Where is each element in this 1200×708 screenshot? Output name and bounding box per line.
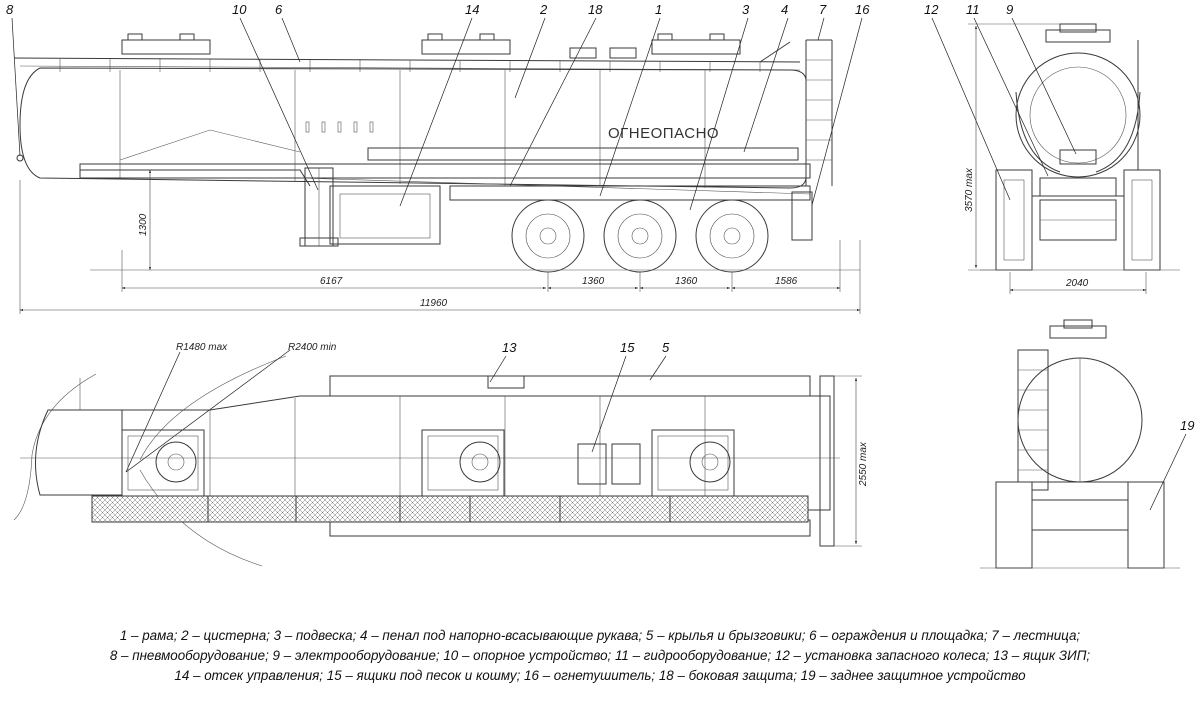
callout-1: 1 (655, 2, 662, 17)
dim-axle-1: 1360 (582, 276, 605, 287)
legend-line: 14 – отсек управления; 15 – ящики под пе… (174, 668, 1026, 683)
dim-2550: 2550 max (858, 441, 869, 487)
callout-3: 3 (742, 2, 750, 17)
tank-warning-sign: ОГНЕОПАСНО (608, 125, 719, 142)
callout-9: 9 (1006, 2, 1013, 17)
dim-3570: 3570 max (964, 167, 975, 212)
side-view: ОГНЕОПАСНО (6, 2, 870, 314)
callout-2: 2 (539, 2, 548, 17)
plan-view: R1480 max R2400 min (13, 340, 869, 567)
dim-r2400: R2400 min (288, 342, 337, 353)
dim-6167: 6167 (320, 276, 343, 287)
callout-7: 7 (819, 2, 827, 17)
callout-6: 6 (275, 2, 283, 17)
dim-1586: 1586 (775, 276, 798, 287)
callout-14: 14 (465, 2, 479, 17)
callout-8: 8 (6, 2, 14, 17)
dim-2040: 2040 (1065, 278, 1089, 289)
legend-line: 1 – рама; 2 – цистерна; 3 – подвеска; 4 … (119, 628, 1081, 643)
callout-12: 12 (924, 2, 939, 17)
callout-11: 11 (966, 2, 980, 17)
callout-13: 13 (502, 340, 517, 355)
callout-5: 5 (662, 340, 670, 355)
dim-11960: 11960 (420, 298, 448, 309)
dim-r1480: R1480 max (176, 342, 228, 353)
dim-1300: 1300 (138, 213, 149, 236)
callout-15: 15 (620, 340, 635, 355)
callout-4: 4 (781, 2, 788, 17)
wheel-group (511, 199, 769, 273)
legend-line: 8 – пневмооборудование; 9 – электрообору… (109, 648, 1091, 663)
callout-16: 16 (855, 2, 870, 17)
callout-10: 10 (232, 2, 247, 17)
rear-view-lower: 19 (980, 319, 1194, 569)
technical-drawing: ОГНЕОПАСНО (6, 2, 1194, 569)
dim-axle-2: 1360 (675, 276, 698, 287)
rear-view: 12 11 9 3570 max 2040 (924, 2, 1180, 294)
legend: 1 – рама; 2 – цистерна; 3 – подвеска; 4 … (0, 626, 1200, 686)
callout-19: 19 (1180, 418, 1194, 433)
callout-18: 18 (588, 2, 603, 17)
